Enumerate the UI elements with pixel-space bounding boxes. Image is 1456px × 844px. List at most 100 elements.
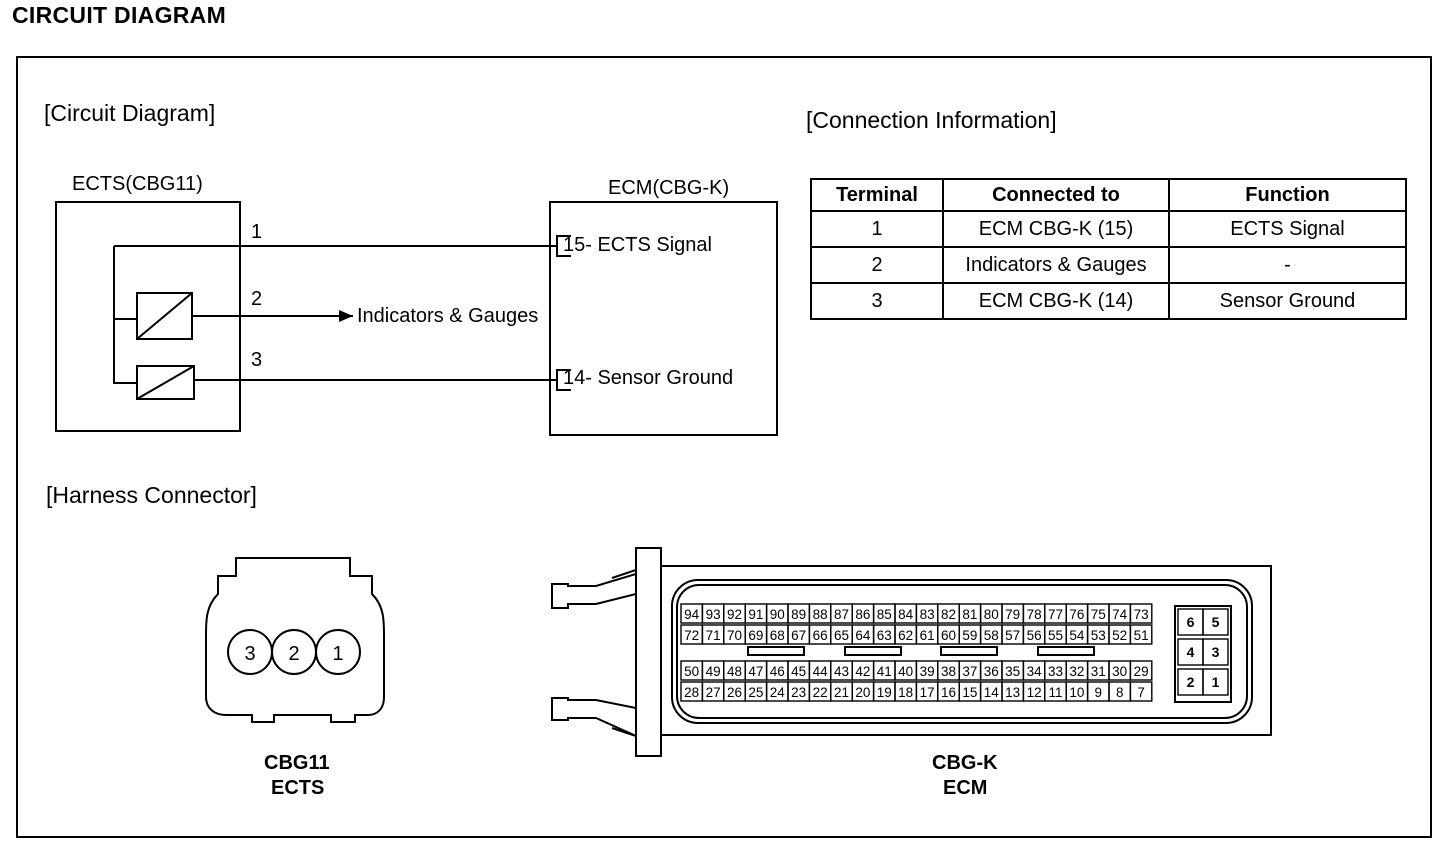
ecm-pin-number: 65: [834, 628, 849, 643]
header-function: Function: [1168, 178, 1407, 212]
ecm-pin-number: 91: [748, 607, 763, 622]
ecm-pin-number: 28: [684, 685, 699, 700]
ecm-pin-cell: [1129, 681, 1153, 702]
ecm-pin-number: 24: [770, 685, 786, 700]
ecm-pin-number: 7: [1137, 685, 1145, 700]
ecm-pin-number: 57: [1005, 628, 1020, 643]
table-cell: ECM CBG-K (15): [942, 210, 1170, 248]
ects-connector-name: ECTS: [271, 777, 325, 799]
table-cell: 1: [810, 210, 944, 248]
ecm-pin-number: 55: [1048, 628, 1063, 643]
page-title: CIRCUIT DIAGRAM: [12, 2, 227, 28]
pin-2-label: 2: [251, 288, 263, 310]
ecm-side-pin-number: 1: [1212, 674, 1220, 690]
pin-1-label: 1: [251, 221, 263, 243]
ecm-pin-number: 88: [813, 607, 828, 622]
ecm-pin-number: 48: [727, 664, 742, 679]
ecm-pin-number: 60: [941, 628, 956, 643]
ecm-pin-number: 63: [877, 628, 892, 643]
ecm-pin-number: 93: [706, 607, 721, 622]
table-header-row: Terminal Connected to Function: [810, 178, 1407, 212]
ecm-pin-number: 84: [898, 607, 914, 622]
table-row: 2 Indicators & Gauges -: [810, 246, 1407, 284]
ecm-pin-number: 71: [706, 628, 721, 643]
ecm-pin-number: 22: [813, 685, 828, 700]
ecm-pin-number: 92: [727, 607, 742, 622]
ecm-pin-number: 33: [1048, 664, 1063, 679]
sensor-internal-wire: [113, 246, 137, 384]
ecm-side-pin-number: 3: [1212, 644, 1220, 660]
ecm-pin-number: 56: [1027, 628, 1042, 643]
ecm-pin-number: 20: [855, 685, 870, 700]
ecm-pin-number: 62: [898, 628, 913, 643]
ecm-pin-number: 68: [770, 628, 785, 643]
ecm-pin-number: 10: [1069, 685, 1084, 700]
gauge-resistor-diagonal: [136, 292, 193, 340]
table-cell: ECM CBG-K (14): [942, 282, 1170, 320]
ecm-pin-number: 53: [1091, 628, 1106, 643]
ecm-connector-housing: [660, 565, 1272, 736]
ecm-pin-number: 66: [813, 628, 828, 643]
ecm-pin-number: 79: [1005, 607, 1020, 622]
ecm-pin-number: 49: [706, 664, 721, 679]
ecm-latch-ribs: [611, 569, 637, 737]
table-row: 3 ECM CBG-K (14) Sensor Ground: [810, 282, 1407, 320]
ecm-pin-number: 58: [984, 628, 999, 643]
ecm-pin-number: 74: [1112, 607, 1128, 622]
ecm-pin-number: 89: [791, 607, 806, 622]
ecm-pin-number: 21: [834, 685, 849, 700]
ecm-pin-number: 12: [1027, 685, 1042, 700]
table-cell: 2: [810, 246, 944, 284]
ecm-connector-name: ECM: [943, 777, 988, 799]
ecm-pin-number: 64: [855, 628, 871, 643]
ecm-pin-number: 47: [748, 664, 763, 679]
ecm-pin-number: 17: [920, 685, 935, 700]
ects-pin-circle: [315, 629, 361, 675]
ecm-pin-number: 37: [962, 664, 977, 679]
ecm-pin-number: 25: [748, 685, 763, 700]
ecm-pin-number: 59: [962, 628, 977, 643]
ecm-pin-number: 23: [791, 685, 806, 700]
ecm-latch-bottom: [551, 697, 637, 737]
ecm-pin-number: 81: [962, 607, 977, 622]
ecm-pin-number: 31: [1091, 664, 1106, 679]
ecm-connector-flange: [635, 547, 662, 757]
ecm-pin-number: 78: [1027, 607, 1042, 622]
ecm-pin-number: 83: [920, 607, 935, 622]
ecm-pin-number: 70: [727, 628, 742, 643]
ecm-pin-number: 41: [877, 664, 892, 679]
ecm-side-pin-number: 5: [1212, 614, 1220, 630]
ecm-pin-number: 9: [1095, 685, 1103, 700]
ecm-side-pin-cell: [1202, 638, 1229, 666]
ecm-pin-number: 61: [920, 628, 935, 643]
header-terminal: Terminal: [810, 178, 944, 212]
ecm-pin-number: 67: [791, 628, 806, 643]
table-cell: -: [1168, 246, 1407, 284]
ecm-pin-number: 51: [1134, 628, 1149, 643]
ecm-pin-number: 44: [813, 664, 829, 679]
ecm-pin-number: 90: [770, 607, 785, 622]
ecm-pin-number: 72: [684, 628, 699, 643]
ecm-pin-cell: [1129, 660, 1153, 681]
ects-pin-number: 3: [244, 643, 255, 665]
ecm-side-pin-block: [1174, 605, 1232, 703]
ecm-pin-number: 94: [684, 607, 700, 622]
ecm-pin-number: 40: [898, 664, 913, 679]
ecm-pin-number: 29: [1134, 664, 1149, 679]
table-cell: ECTS Signal: [1168, 210, 1407, 248]
ecm-pin-number: 75: [1091, 607, 1106, 622]
ects-connector-code: CBG11: [264, 752, 330, 774]
ecm-side-pin-cell: [1202, 608, 1229, 636]
ecm-pin-number: 76: [1069, 607, 1084, 622]
ecm-pin-number: 87: [834, 607, 849, 622]
ecm-pin-number: 34: [1027, 664, 1043, 679]
ecm-pin-number: 50: [684, 664, 699, 679]
ects-label: ECTS(CBG11): [72, 173, 203, 195]
ecm-pin-number: 18: [898, 685, 913, 700]
ects-pin-number: 1: [332, 643, 343, 665]
thermistor-symbol: [136, 365, 195, 400]
ecm-pin-number: 85: [877, 607, 892, 622]
ecm-pin-number: 54: [1069, 628, 1085, 643]
